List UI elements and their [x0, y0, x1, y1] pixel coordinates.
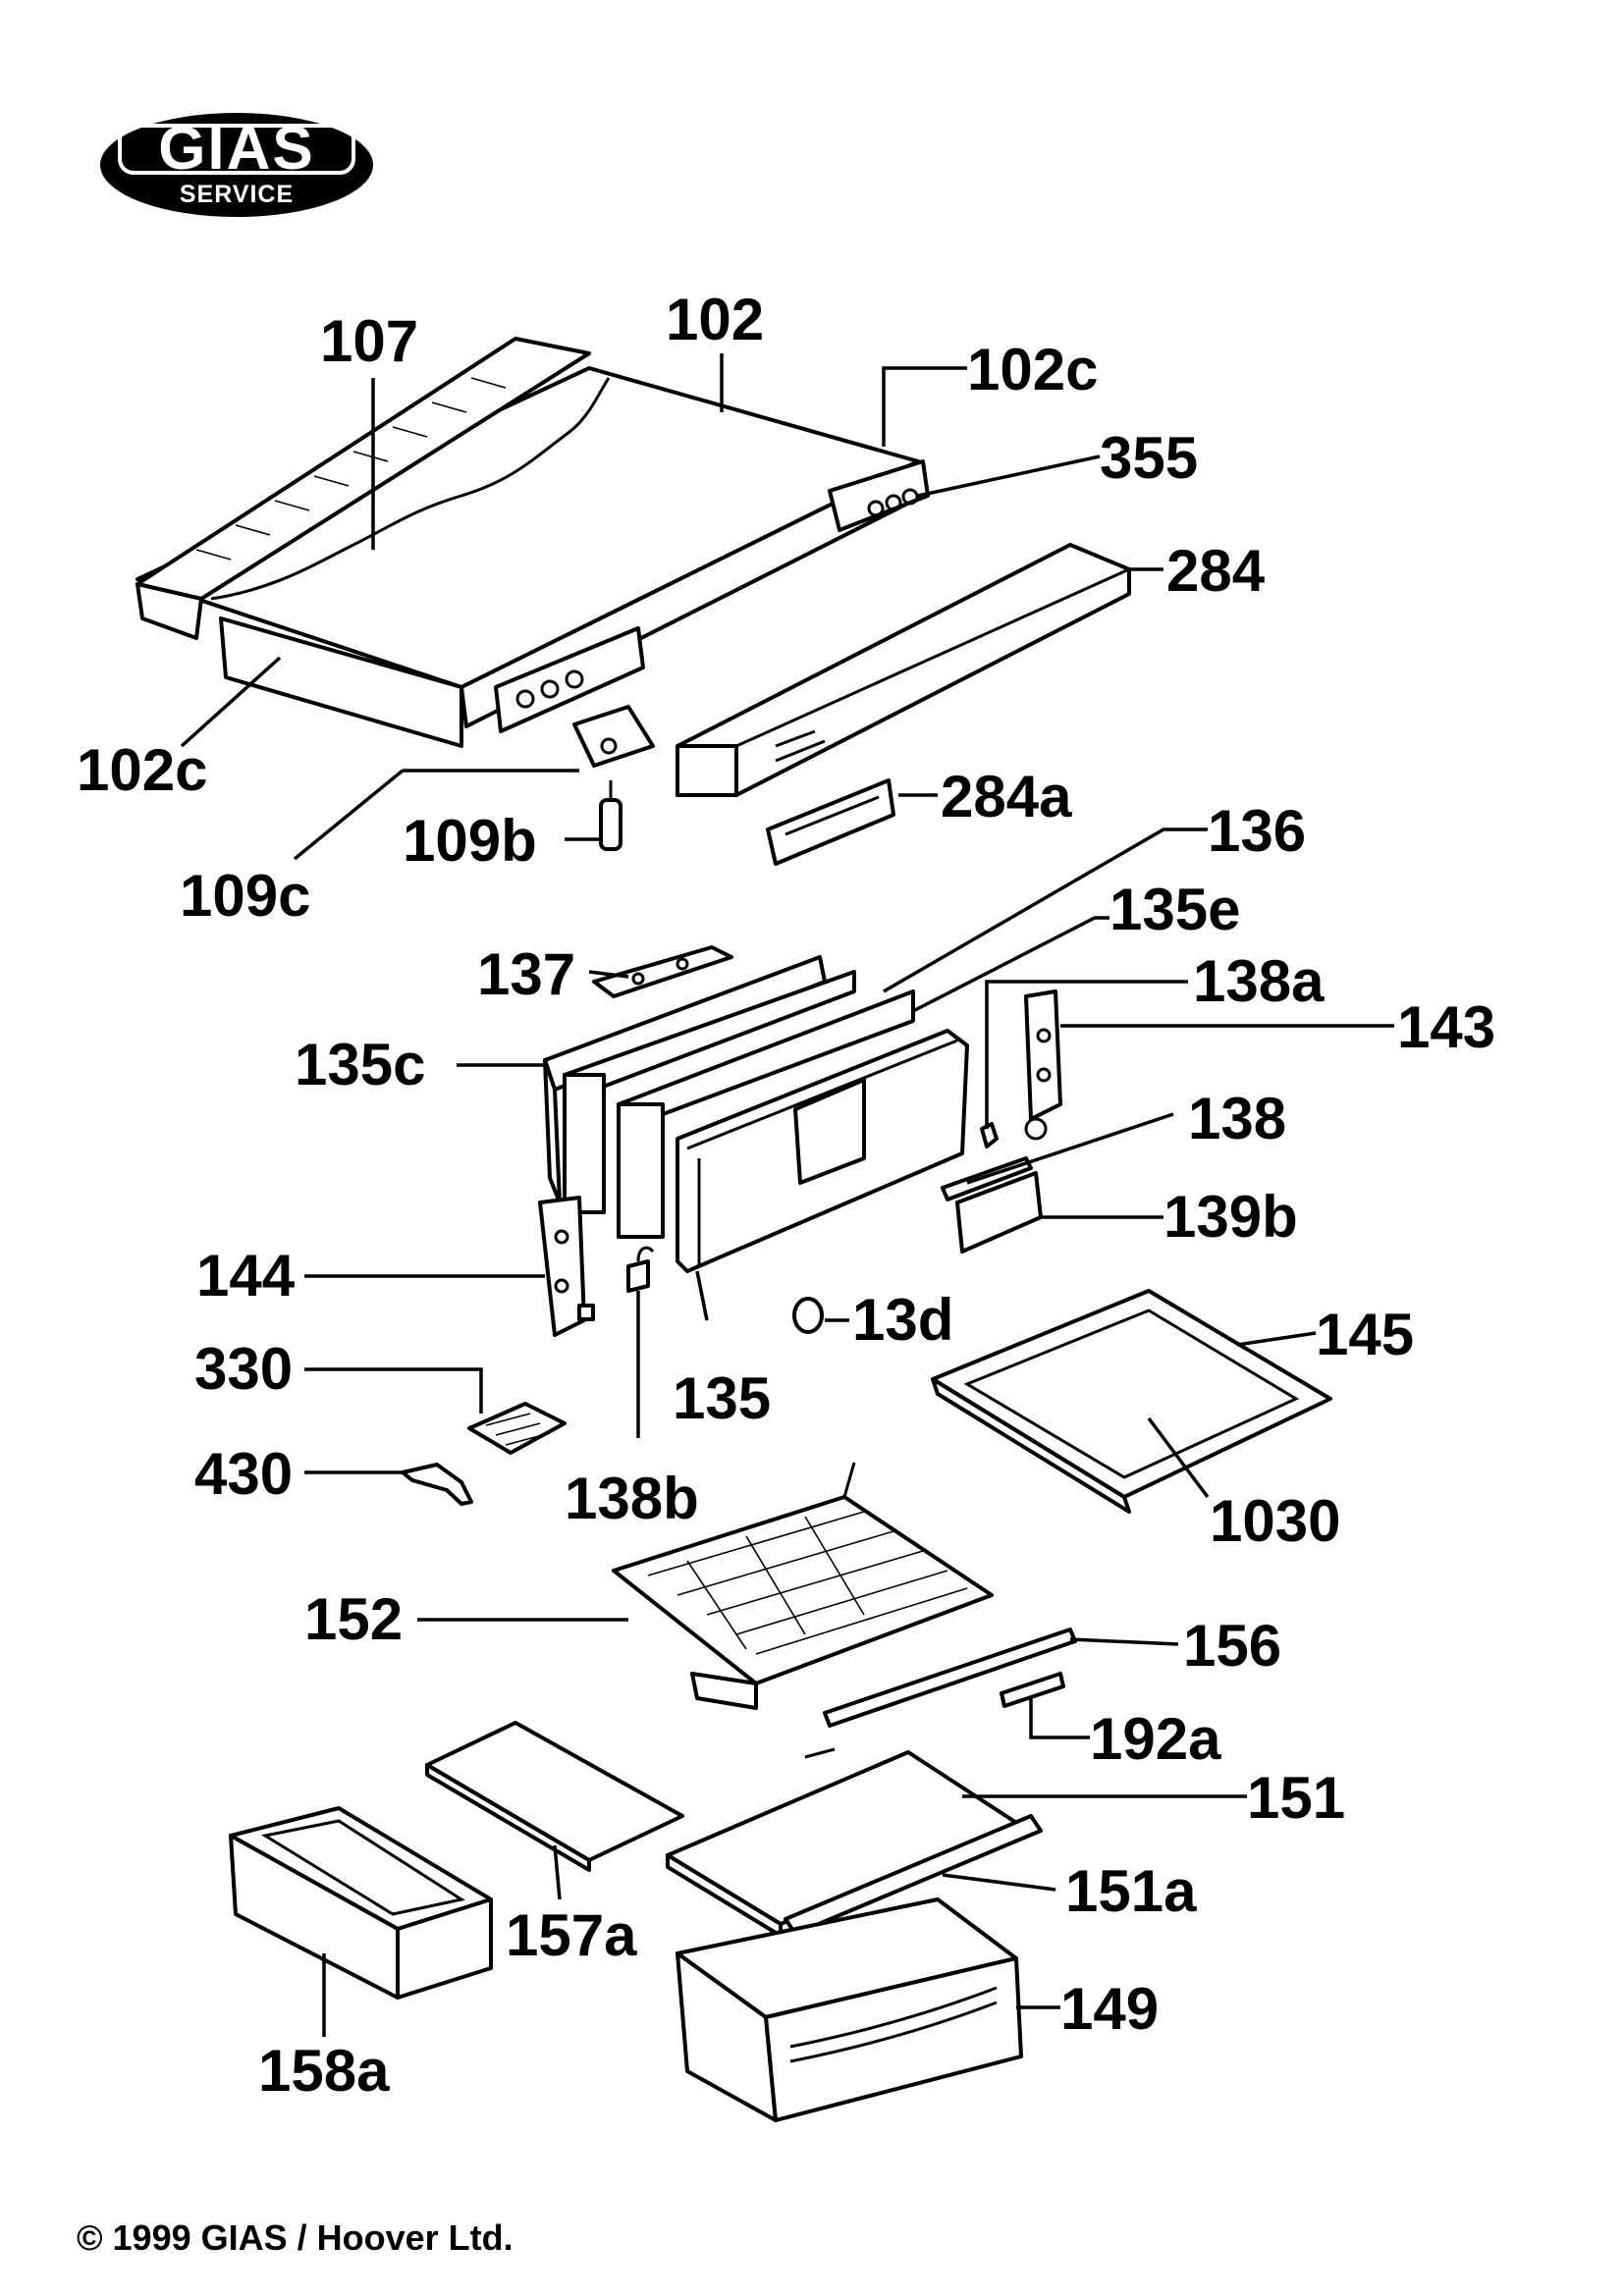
leader-lines	[180, 353, 1394, 2037]
part-label: 149	[1060, 1976, 1159, 2042]
shelf-frame-145	[931, 1289, 1332, 1499]
door-pocket	[793, 1078, 866, 1185]
hinge-143	[1024, 989, 1062, 1121]
cover-152-front	[690, 1672, 758, 1710]
part-label: 151	[1247, 1765, 1345, 1831]
part-label: 143	[1397, 994, 1495, 1060]
air-duct-107-side	[135, 582, 203, 640]
label-plate-284a	[766, 778, 895, 866]
part-label: 1030	[1210, 1488, 1340, 1554]
plate-192a	[1000, 1672, 1065, 1708]
part-label: 192a	[1090, 1706, 1221, 1772]
part-label: 152	[304, 1586, 403, 1652]
ice-tray-330	[467, 1402, 567, 1455]
cover-152	[612, 1495, 994, 1685]
part-labels: 107 102 102c 355 284 102c 284a 109b 109c…	[77, 287, 1495, 2104]
lower-shelves	[425, 1721, 1043, 1938]
part-label: 138a	[1193, 948, 1325, 1014]
part-label: 139b	[1163, 1184, 1298, 1250]
part-label: 156	[1183, 1613, 1281, 1679]
clip-138b	[626, 1259, 650, 1293]
part-label: 135e	[1109, 877, 1240, 942]
gias-service-logo: GIAS SERVICE	[100, 113, 373, 217]
hinge-109c	[572, 705, 655, 768]
shelf-frame-145-front	[931, 1377, 1131, 1514]
side-panel-102c-left	[219, 616, 463, 748]
part-label: 102c	[967, 337, 1098, 402]
part-label: 157a	[506, 1902, 637, 1968]
part-label: 158a	[258, 2038, 390, 2104]
part-label: 145	[1316, 1302, 1414, 1367]
rail-156	[823, 1628, 1077, 1728]
front-rail	[494, 626, 645, 733]
part-label: 107	[320, 308, 418, 374]
glass-1030	[963, 1308, 1300, 1479]
top-shelf-assembly	[135, 337, 930, 851]
shelf-157a-front	[425, 1763, 591, 1872]
part-label: 430	[194, 1441, 293, 1507]
part-label: 138b	[565, 1466, 699, 1531]
pin-109b	[599, 798, 622, 851]
small-parts	[401, 1402, 567, 1506]
part-label: 151a	[1065, 1858, 1197, 1924]
part-label: 138	[1188, 1086, 1286, 1151]
control-box-284-face	[676, 744, 738, 797]
part-label: 135c	[295, 1032, 425, 1097]
scraper-430	[401, 1463, 473, 1506]
glass-shelf	[931, 1289, 1332, 1514]
drawer-149-face	[764, 1956, 1023, 2122]
bin-158a-side	[396, 1897, 493, 2000]
part-label: 135	[673, 1365, 771, 1431]
clip-138a	[980, 1122, 999, 1148]
drawers	[229, 1806, 1023, 2122]
part-label: 136	[1208, 798, 1306, 864]
crisper-cover	[612, 1462, 1077, 1759]
part-label: 109b	[403, 808, 537, 874]
logo-brand: GIAS	[158, 115, 315, 183]
control-box	[676, 543, 1131, 866]
copyright-notice: © 1999 GIAS / Hoover Ltd.	[77, 2217, 514, 2258]
part-label: 355	[1100, 425, 1198, 491]
washer-13d	[792, 1297, 824, 1334]
logo-subtitle: SERVICE	[180, 181, 294, 208]
part-label: 102c	[77, 737, 207, 803]
side-rail-355	[828, 459, 930, 532]
part-137	[592, 945, 733, 998]
part-label: 13d	[852, 1287, 953, 1353]
part-label: 284a	[941, 764, 1072, 829]
part-label: 284	[1166, 538, 1266, 604]
part-label: 137	[477, 941, 575, 1007]
part-label: 109c	[180, 863, 310, 929]
part-label: 144	[196, 1243, 296, 1308]
door-assembly	[538, 945, 1062, 1337]
part-label: 330	[194, 1336, 293, 1402]
part-label: 102	[666, 287, 764, 352]
